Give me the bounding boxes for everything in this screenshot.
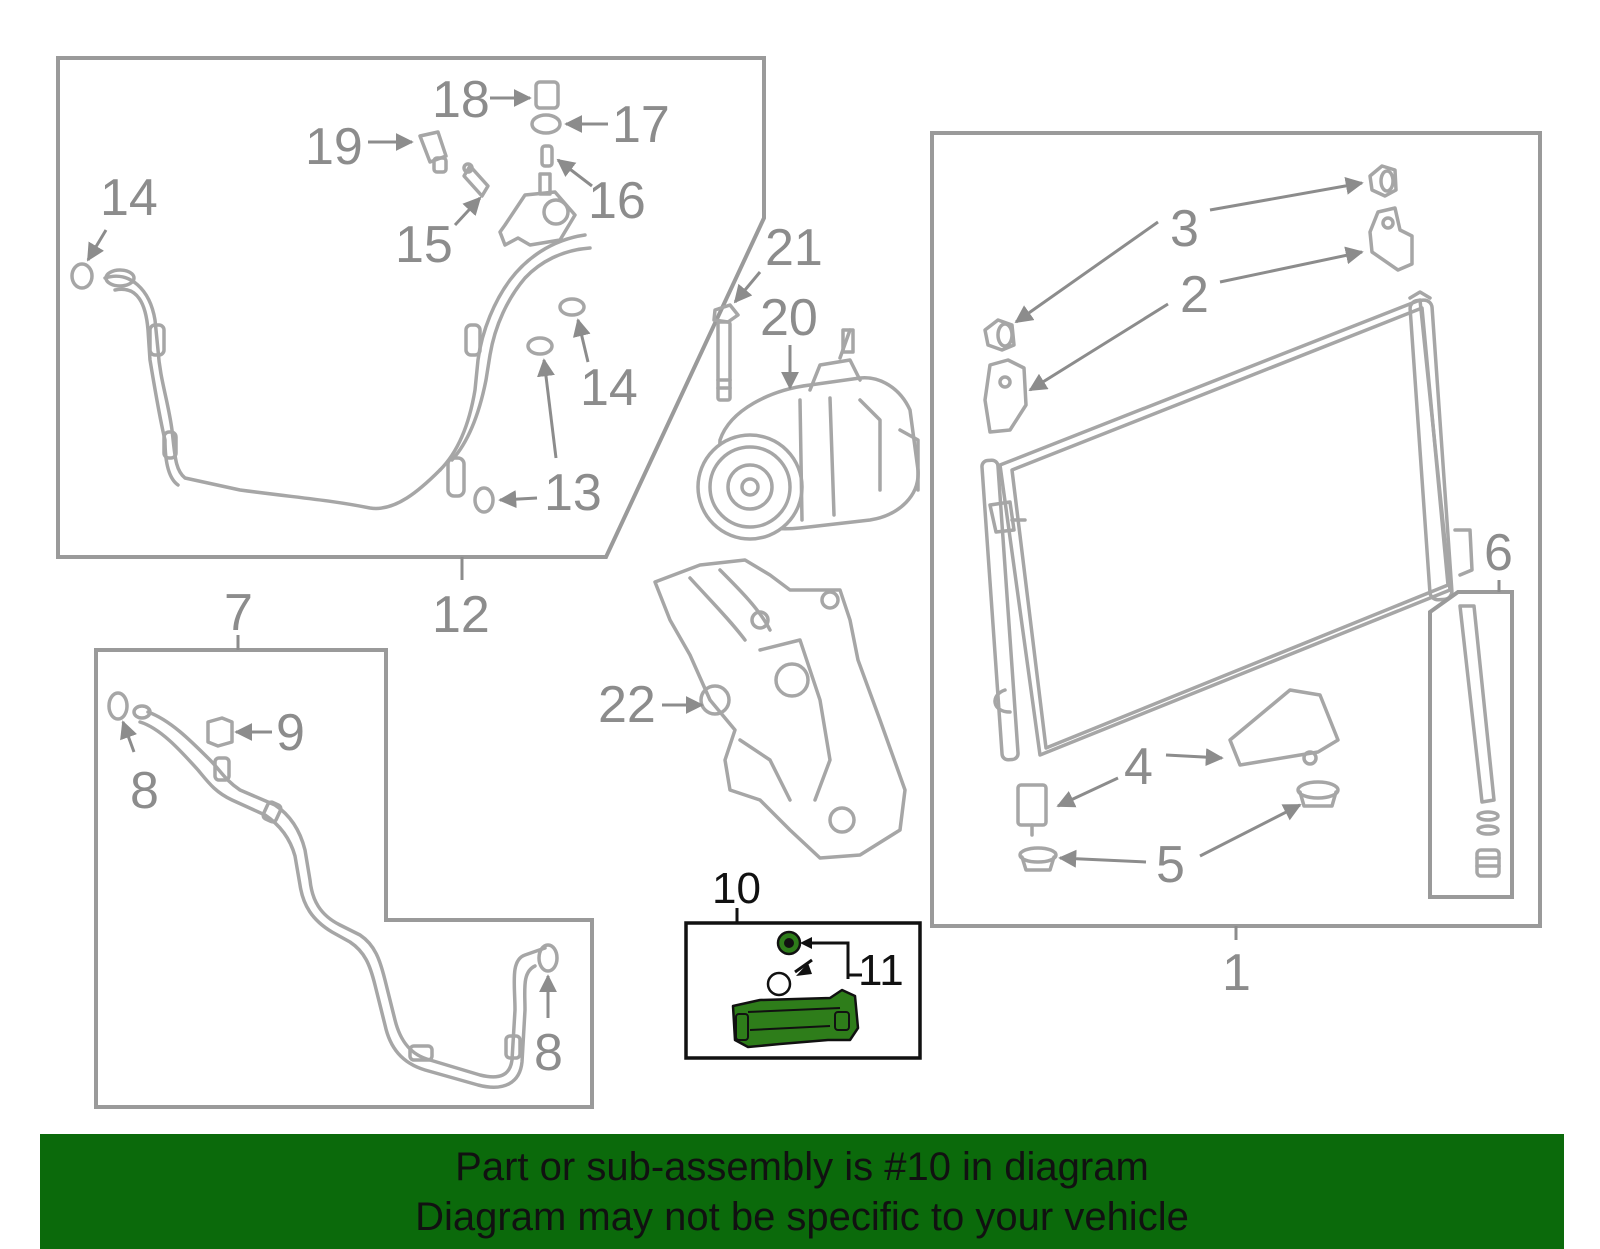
valve-core-15[interactable] bbox=[462, 162, 490, 198]
o-ring-14-right[interactable] bbox=[558, 297, 586, 317]
compressor-bracket-22[interactable] bbox=[653, 558, 907, 860]
o-ring-8-left[interactable] bbox=[107, 691, 129, 721]
callout-8-left[interactable]: 8 bbox=[130, 762, 159, 820]
bracket-2-top[interactable] bbox=[1368, 206, 1414, 272]
insulator-3-top[interactable] bbox=[1368, 164, 1398, 198]
grommet-5-left[interactable] bbox=[1018, 846, 1058, 872]
bracket-4-right[interactable] bbox=[1228, 688, 1340, 767]
callout-17[interactable]: 17 bbox=[612, 96, 670, 154]
banner-line-2: Diagram may not be specific to your vehi… bbox=[415, 1195, 1189, 1239]
callout-13[interactable]: 13 bbox=[544, 464, 602, 522]
callout-22[interactable]: 22 bbox=[598, 676, 656, 734]
group-box-6 bbox=[1428, 590, 1514, 899]
info-banner: Part or sub-assembly is #10 in diagram D… bbox=[40, 1134, 1564, 1249]
callout-21[interactable]: 21 bbox=[765, 219, 823, 277]
banner-line-1: Part or sub-assembly is #10 in diagram bbox=[455, 1145, 1149, 1189]
callout-10[interactable]: 10 bbox=[712, 864, 761, 913]
valve-core-16[interactable] bbox=[540, 144, 554, 168]
ac-line-fitting-10[interactable] bbox=[731, 988, 860, 1049]
callout-8-right[interactable]: 8 bbox=[534, 1024, 563, 1082]
callout-3[interactable]: 3 bbox=[1170, 200, 1199, 258]
insulator-3-left[interactable] bbox=[983, 318, 1016, 352]
o-ring-13-lower[interactable] bbox=[473, 486, 495, 514]
callout-16[interactable]: 16 bbox=[588, 172, 646, 230]
callout-6[interactable]: 6 bbox=[1484, 524, 1513, 582]
callout-19[interactable]: 19 bbox=[305, 118, 363, 176]
seal-11-filled[interactable] bbox=[776, 930, 802, 956]
bracket-4-left[interactable] bbox=[1016, 783, 1048, 837]
condenser-1[interactable] bbox=[980, 290, 1474, 762]
callout-14-right[interactable]: 14 bbox=[580, 359, 638, 417]
callout-1[interactable]: 1 bbox=[1222, 944, 1251, 1002]
cap-9[interactable] bbox=[206, 716, 234, 748]
group-box-7 bbox=[94, 648, 594, 1109]
ac-suction-hose[interactable] bbox=[103, 233, 592, 511]
ac-liquid-line[interactable] bbox=[132, 704, 547, 1089]
o-ring-17[interactable] bbox=[530, 113, 562, 135]
o-ring-13-upper[interactable] bbox=[526, 336, 554, 356]
o-ring-14-left[interactable] bbox=[70, 262, 94, 290]
o-ring-8-right[interactable] bbox=[537, 943, 559, 973]
o-ring-11[interactable] bbox=[766, 971, 792, 997]
service-valve-block[interactable] bbox=[498, 172, 577, 247]
callout-7[interactable]: 7 bbox=[224, 584, 253, 642]
callout-11[interactable]: 11 bbox=[858, 946, 904, 995]
ac-compressor-20[interactable] bbox=[696, 328, 920, 541]
callout-18[interactable]: 18 bbox=[432, 71, 490, 129]
pressure-switch-19[interactable] bbox=[418, 130, 448, 174]
callout-4[interactable]: 4 bbox=[1124, 738, 1153, 796]
callout-12[interactable]: 12 bbox=[432, 586, 490, 644]
callout-14-left[interactable]: 14 bbox=[100, 169, 158, 227]
callout-20[interactable]: 20 bbox=[760, 289, 818, 347]
callout-2[interactable]: 2 bbox=[1180, 266, 1209, 324]
bolt-21[interactable] bbox=[712, 303, 740, 402]
callout-15[interactable]: 15 bbox=[395, 216, 453, 274]
receiver-drier-6[interactable] bbox=[1458, 604, 1501, 878]
callout-5[interactable]: 5 bbox=[1156, 836, 1185, 894]
group-box-12 bbox=[56, 56, 766, 559]
callout-9[interactable]: 9 bbox=[276, 704, 305, 762]
bracket-2-left[interactable] bbox=[983, 358, 1028, 434]
cap-18[interactable] bbox=[534, 80, 560, 110]
grommet-5-right[interactable] bbox=[1296, 780, 1340, 808]
